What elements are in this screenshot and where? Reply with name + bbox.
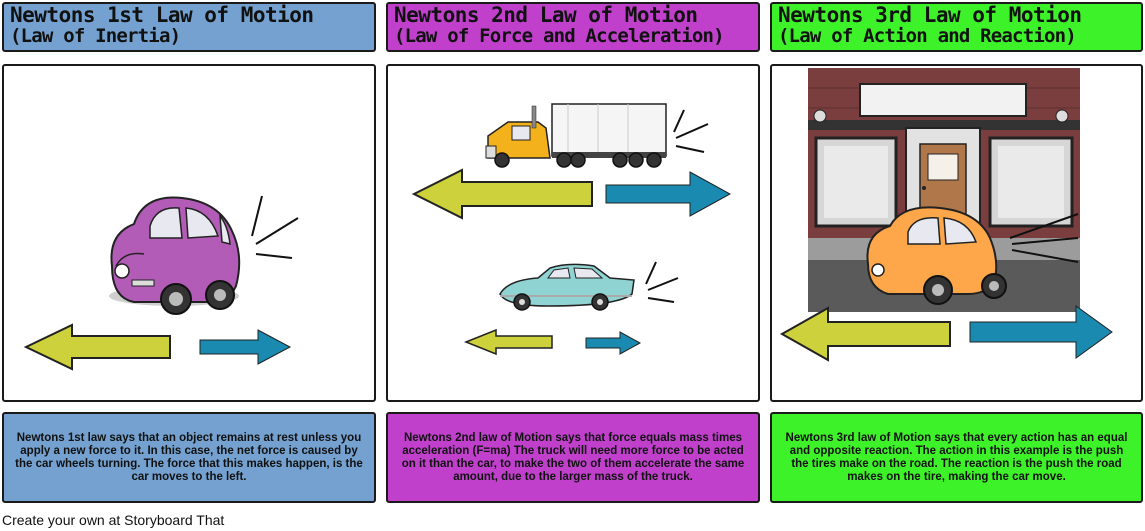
right-arrow-large-icon (969, 305, 1113, 359)
panel-1-title-line2: (Law of Inertia) (10, 25, 181, 47)
panel-2-caption-text: Newtons 2nd law of Motion says that forc… (401, 431, 745, 483)
motion-lines-icon (1009, 213, 1079, 263)
panel-3-title-line1: Newtons 3rd Law of Motion (778, 3, 1082, 27)
motion-lines-icon (251, 195, 299, 259)
panel-3-caption-text: Newtons 3rd law of Motion says that ever… (785, 431, 1128, 483)
panel-3-caption: Newtons 3rd law of Motion says that ever… (770, 412, 1143, 503)
panel-2-title-line2: (Law of Force and Acceleration) (394, 25, 725, 47)
truck-icon (485, 103, 667, 168)
panel-2-scene (386, 64, 760, 402)
panel-3-title: Newtons 3rd Law of Motion (Law of Action… (770, 2, 1143, 52)
panel-1-scene (2, 64, 376, 402)
left-arrow-large-icon (779, 306, 951, 362)
panel-2-illustration (411, 103, 732, 356)
panel-2-caption: Newtons 2nd law of Motion says that forc… (386, 412, 760, 503)
left-arrow-large-icon (23, 323, 171, 371)
truck-motion-lines-icon (673, 109, 709, 153)
orange-car-icon (866, 206, 1007, 305)
purple-car-icon (109, 196, 241, 315)
panel-1-illustration (23, 195, 299, 371)
panel-3-illustration (779, 68, 1113, 362)
right-arrow-large-icon (605, 171, 732, 217)
right-arrow-small-icon (199, 329, 292, 365)
classic-car-icon (499, 263, 635, 311)
right-arrow-small-icon (585, 331, 642, 355)
panel-3-title-line2: (Law of Action and Reaction) (778, 25, 1077, 47)
footer-link[interactable]: Create your own at Storyboard That (2, 512, 225, 528)
panel-1-title-line1: Newtons 1st Law of Motion (10, 3, 314, 27)
panel-1-title: Newtons 1st Law of Motion (Law of Inerti… (2, 2, 376, 52)
panel-1-caption-text: Newtons 1st law says that an object rema… (15, 431, 363, 483)
car-motion-lines-icon (645, 261, 679, 303)
left-arrow-small-icon (463, 328, 553, 356)
left-arrow-large-icon (411, 168, 593, 220)
panel-2-title: Newtons 2nd Law of Motion (Law of Force … (386, 2, 760, 52)
panel-3-scene (770, 64, 1143, 402)
panel-2-title-line1: Newtons 2nd Law of Motion (394, 3, 698, 27)
panel-1-caption: Newtons 1st law says that an object rema… (2, 412, 376, 503)
